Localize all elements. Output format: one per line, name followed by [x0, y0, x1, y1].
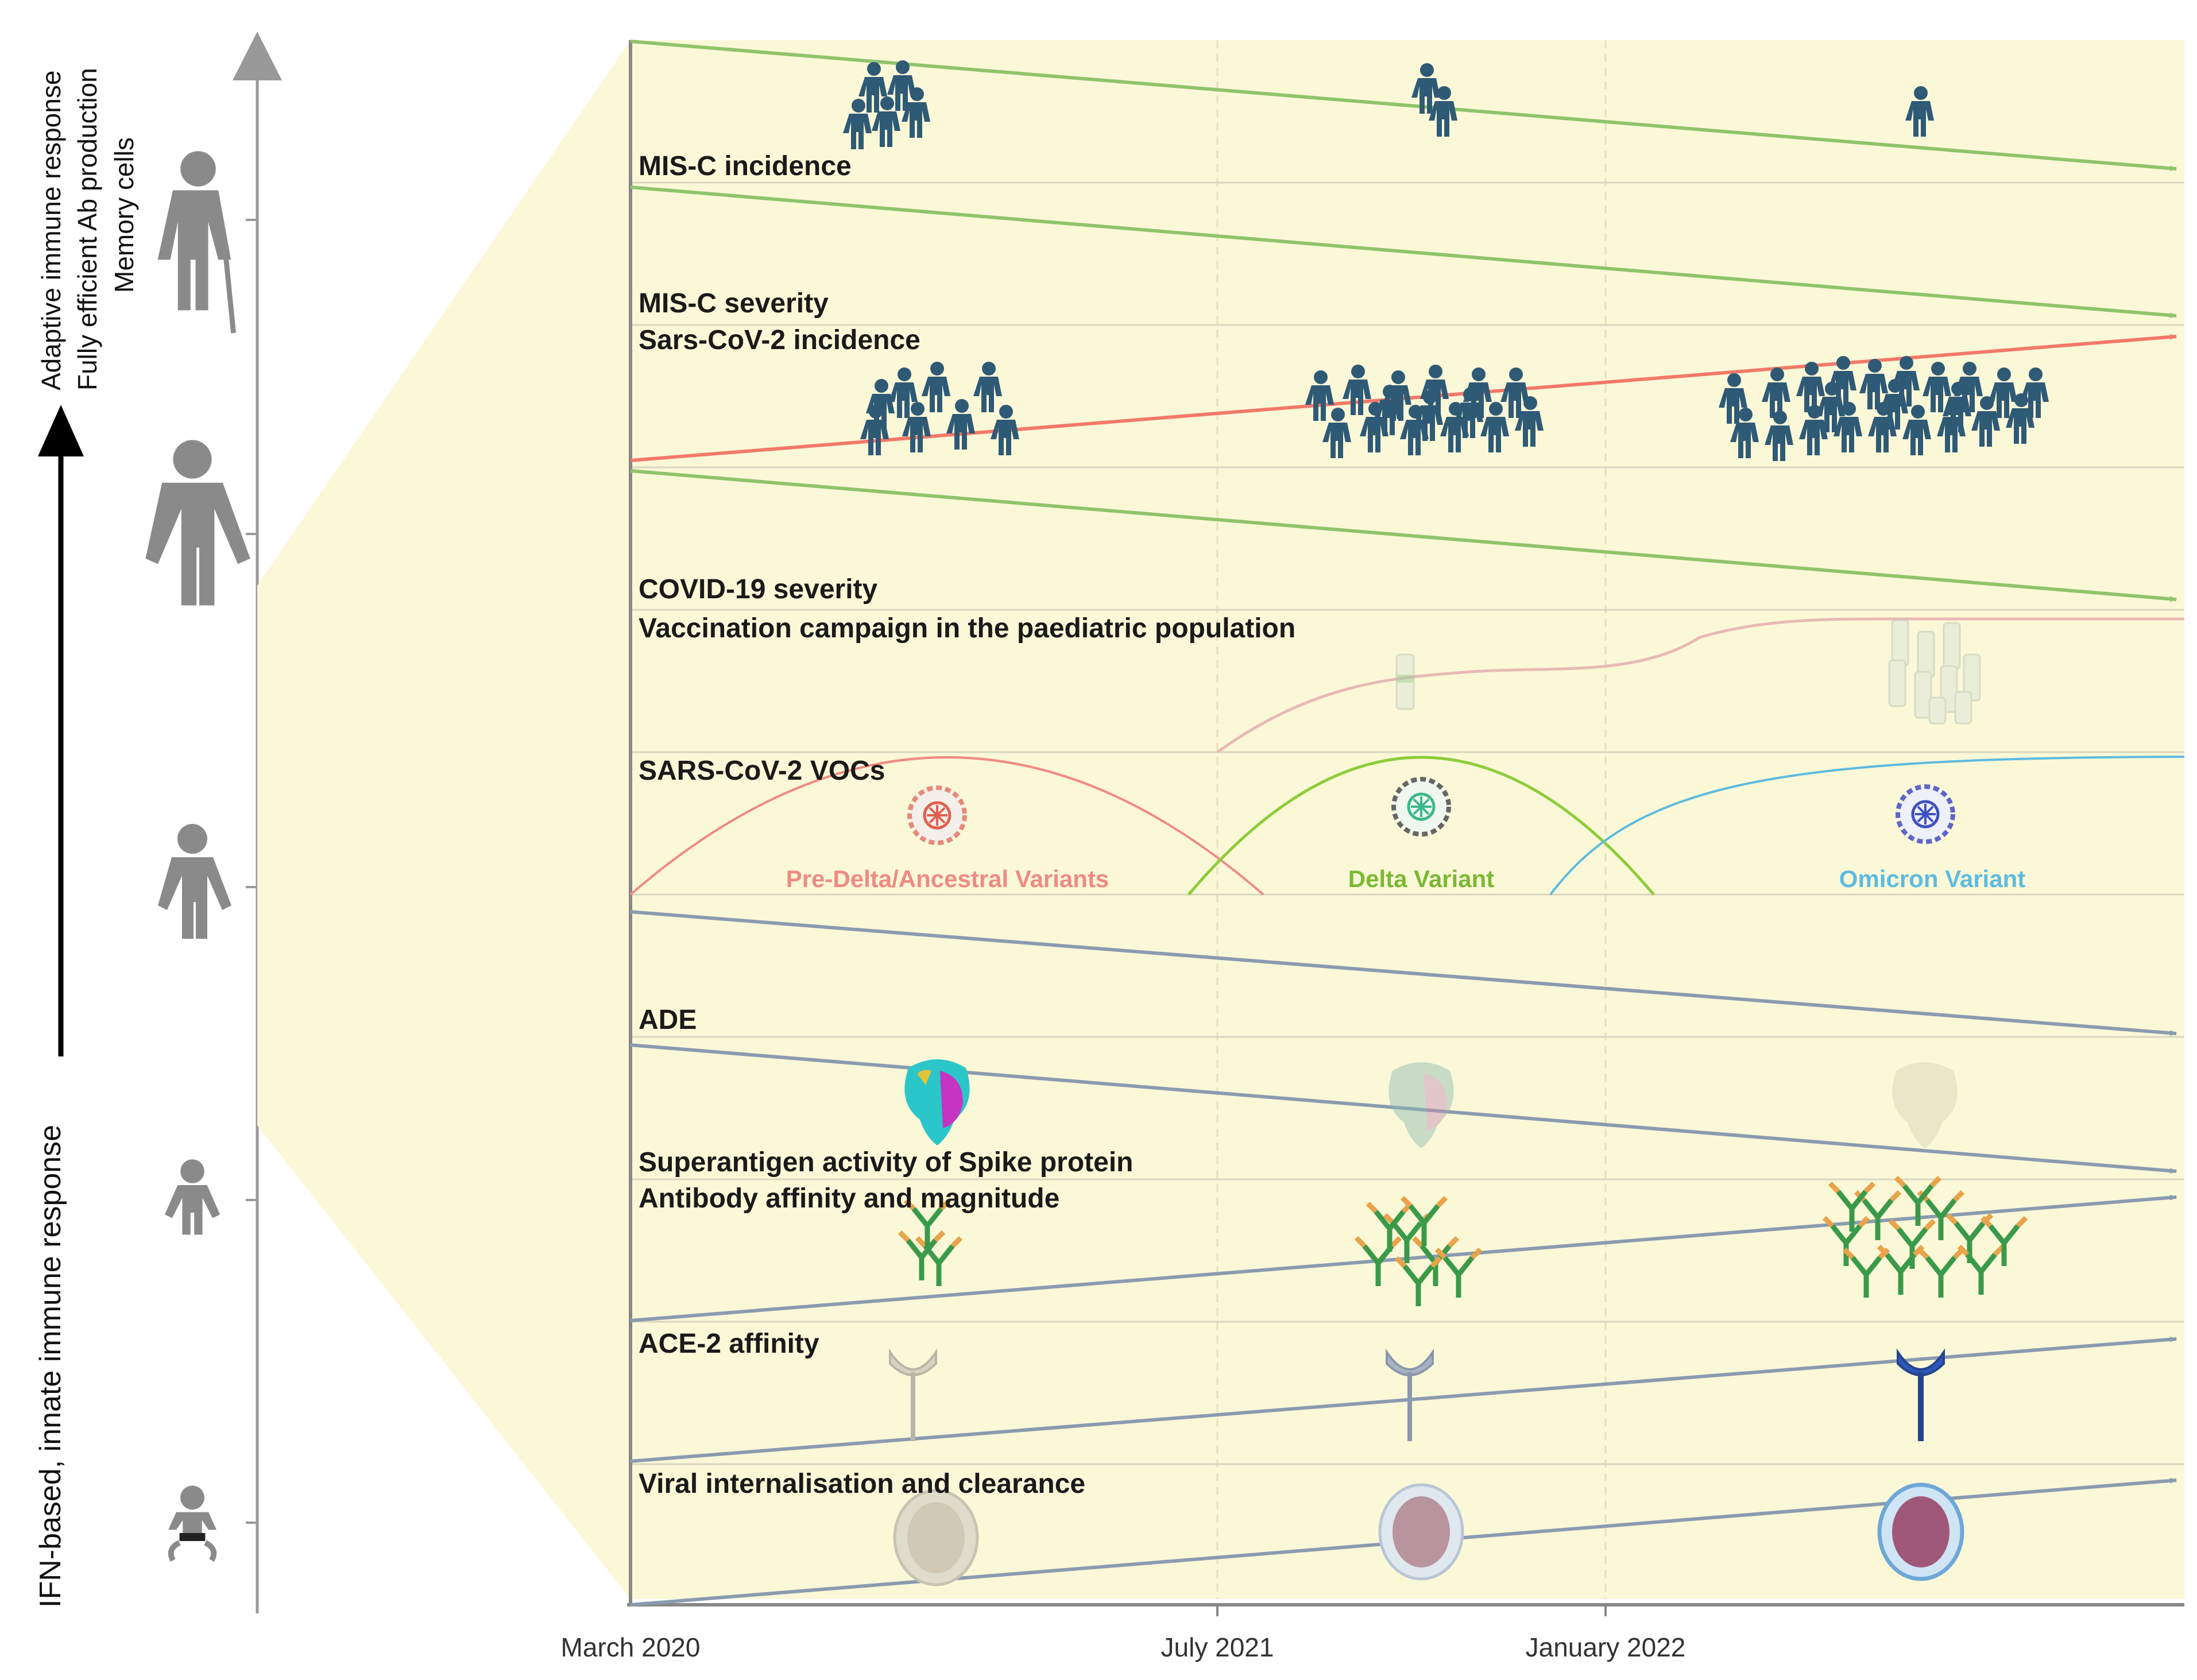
- row-label: ADE: [639, 1005, 697, 1035]
- variant-label: Pre-Delta/Ancestral Variants: [786, 865, 1109, 892]
- innate-response-label: IFN-based, innate immune response: [34, 1125, 67, 1608]
- infant-person-icon: [168, 1485, 217, 1562]
- mis-c-incidence-trend: [630, 40, 2177, 172]
- row-label: Superantigen activity of Spike protein: [639, 1147, 1134, 1178]
- variant-label: Delta Variant: [1348, 865, 1494, 892]
- cell-icon: [1877, 1482, 1964, 1581]
- mis-c-severity-trend: [630, 185, 2177, 319]
- zoom-connector: [257, 40, 631, 1599]
- x-tick-label: March 2020: [561, 1632, 701, 1662]
- ace2-receptor-icon: [1386, 1348, 1434, 1441]
- omicron-curve: [1549, 756, 2185, 896]
- row-label: Antibody affinity and magnitude: [639, 1183, 1059, 1214]
- x-tick-label: January 2022: [1526, 1632, 1686, 1662]
- pre-delta-curve: [629, 756, 1264, 896]
- cell-icon: [1378, 1483, 1464, 1581]
- elderly-person-icon: [157, 151, 236, 334]
- row-label: ACE-2 affinity: [639, 1329, 819, 1359]
- row-label: MIS-C incidence: [639, 151, 852, 181]
- row-separators: [631, 181, 2184, 1465]
- row-label: Vaccination campaign in the paediatric p…: [639, 613, 1295, 644]
- adaptive-response-label: Adaptive immune response: [36, 71, 66, 390]
- omicron-virus-icon: [1896, 784, 1955, 844]
- ace2-affinity-trend: [630, 1336, 2177, 1463]
- ab-production-label: Fully efficient Ab production: [72, 68, 102, 390]
- ade-trend: [630, 910, 2177, 1036]
- memory-cells-label: Memory cells: [109, 137, 139, 293]
- superantigen-trend: [630, 1043, 2177, 1174]
- covid-severity-trend: [630, 469, 2177, 602]
- cell-icon: [893, 1489, 979, 1586]
- ace2-receptor-icon: [1897, 1348, 1945, 1441]
- vaccination-curve: [1216, 617, 2184, 754]
- immune-maturation-arrow: [38, 405, 84, 1056]
- vaccine-vials-icon: [1888, 619, 1981, 725]
- row-label: Sars-CoV-2 incidence: [639, 325, 920, 355]
- vaccine-vial-icon: [1395, 653, 1415, 710]
- spike-protein-icon: [1892, 1062, 1958, 1148]
- row-label: Viral internalisation and clearance: [639, 1469, 1085, 1499]
- delta-virus-icon: [1391, 777, 1451, 837]
- variant-label: Omicron Variant: [1839, 865, 2025, 892]
- adult-person-icon: [145, 440, 250, 606]
- row-label: SARS-CoV-2 VOCs: [639, 756, 885, 786]
- toddler-person-icon: [165, 1159, 220, 1235]
- child-person-icon: [158, 824, 231, 939]
- pre-delta-virus-icon: [907, 785, 967, 845]
- spike-protein-icon: [1388, 1062, 1454, 1148]
- x-tick-label: July 2021: [1161, 1632, 1274, 1662]
- row-label: MIS-C severity: [639, 288, 829, 319]
- delta-curve: [1188, 756, 1655, 896]
- spike-protein-icon: [904, 1059, 970, 1145]
- row-label: COVID-19 severity: [639, 574, 878, 605]
- ace2-receptor-icon: [889, 1348, 937, 1441]
